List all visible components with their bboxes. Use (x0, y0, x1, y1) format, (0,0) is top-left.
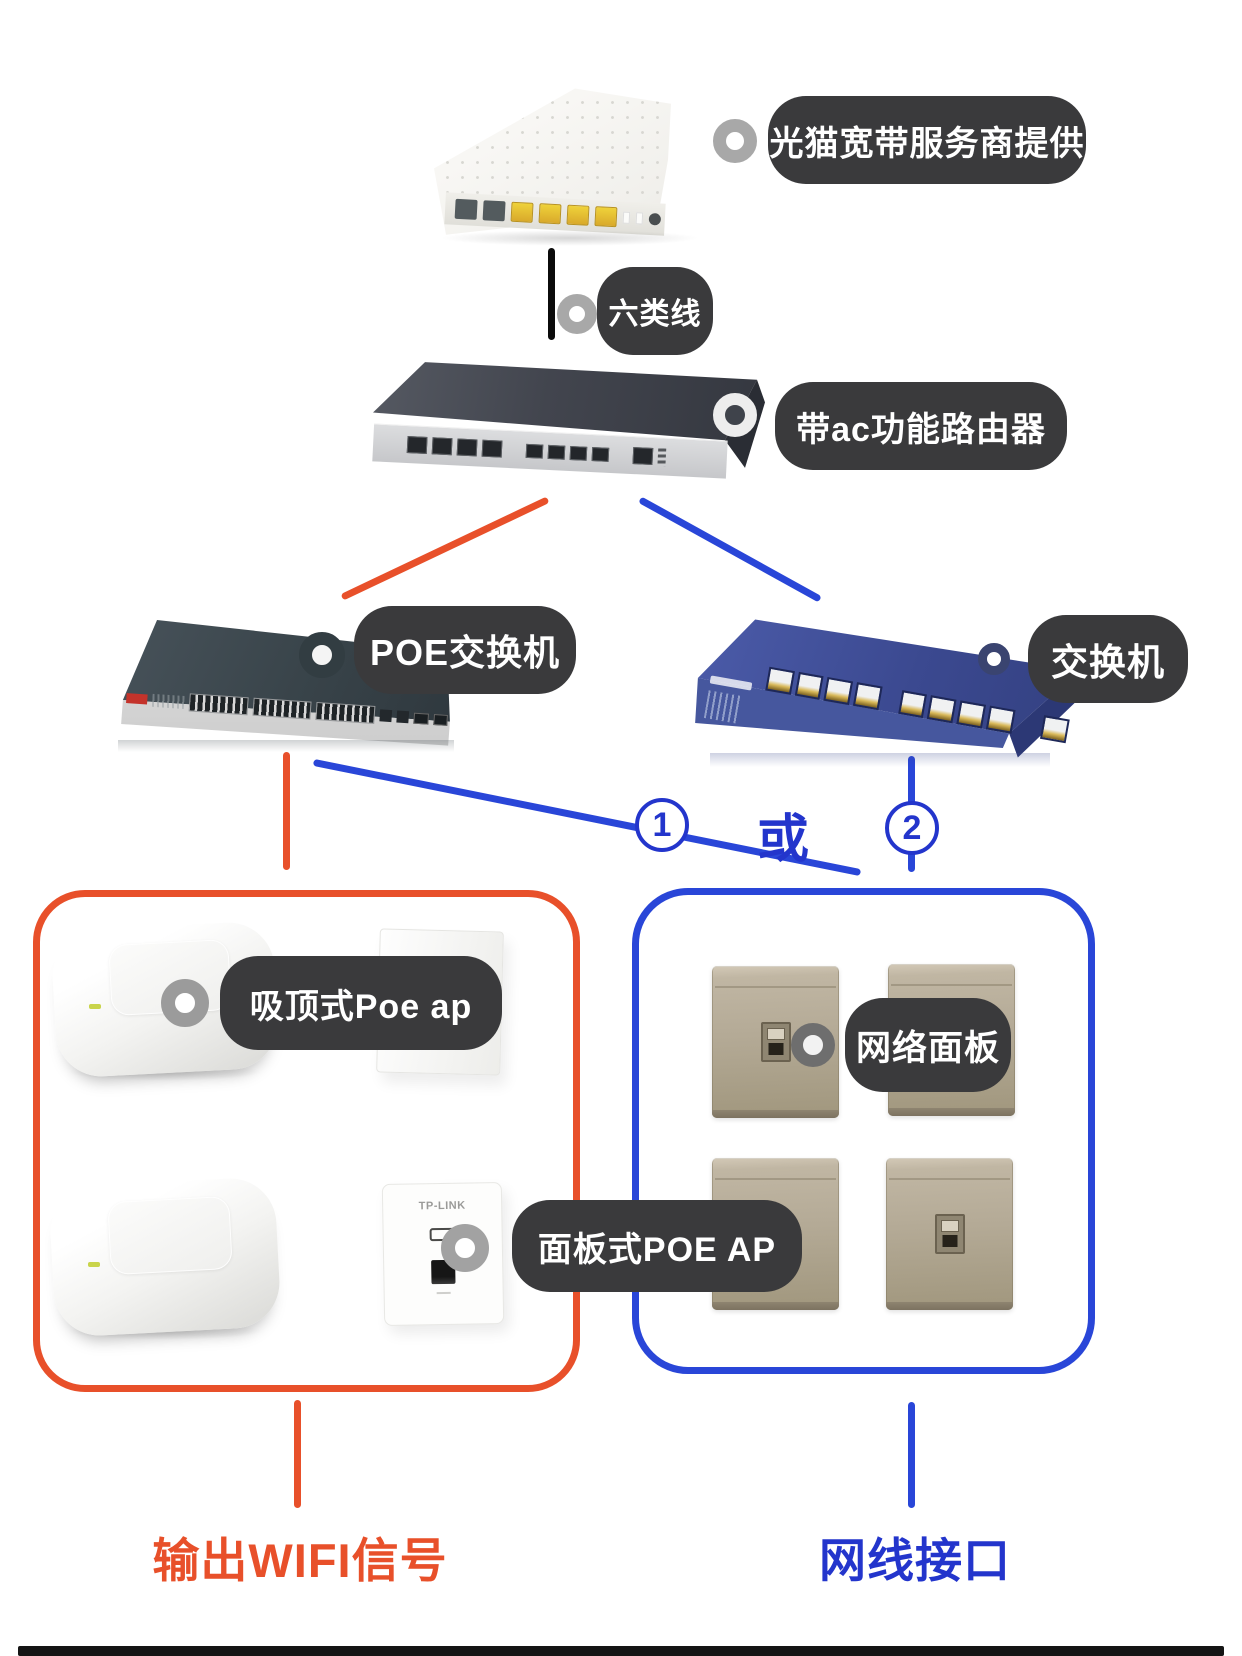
ethernet-port (454, 198, 478, 220)
sfp-port (525, 443, 544, 459)
ceiling-ap-device (50, 920, 280, 1081)
wan-port (632, 447, 654, 466)
brand-logo (126, 693, 148, 705)
modem-label-pill: 光猫宽带服务商提供 (768, 96, 1086, 184)
lan-port-label: 网线接口 (819, 1534, 1011, 1587)
ethernet-port (927, 695, 957, 724)
led-indicators (703, 690, 743, 724)
jack-flap (940, 1220, 959, 1232)
bottom-bar (18, 1646, 1224, 1656)
router-to-poe-switch-line (340, 496, 550, 601)
sfp-port (591, 446, 610, 462)
ceiling-ap-callout-ring-icon (161, 979, 209, 1027)
ethernet-port (481, 439, 503, 458)
ethernet-port (897, 690, 928, 719)
option2-number-badge: 2 (885, 801, 939, 855)
spacer (884, 699, 896, 701)
ethernet-port (482, 200, 506, 222)
panel-ap-label-pill: 面板式POE AP (512, 1200, 802, 1292)
spacer (507, 449, 521, 450)
wifi-footer-line (294, 1400, 301, 1508)
ethernet-port (985, 705, 1016, 734)
sfp-port (547, 444, 566, 460)
ethernet-port (853, 682, 883, 711)
reflection (710, 753, 1050, 767)
cat6-callout-ring-icon (557, 294, 597, 334)
poe-switch-to-ap-box-line (283, 752, 290, 870)
ethernet-port (566, 204, 590, 226)
jack-hole (768, 1043, 783, 1055)
network-wall-panel (886, 1158, 1013, 1310)
reflection (118, 740, 454, 752)
status-led (87, 1261, 100, 1267)
ethernet-port (510, 201, 534, 223)
led-indicators (151, 693, 185, 709)
ethernet-port (956, 700, 986, 729)
cat6-label-pill: 六类线 (597, 267, 713, 355)
router-callout-ring-icon (713, 393, 757, 437)
jack-flap (766, 1028, 785, 1040)
lan-panel-group-box (632, 888, 1095, 1374)
option1-number-badge: 1 (635, 798, 689, 852)
modem-button (622, 211, 631, 224)
spacer (1017, 723, 1038, 727)
rj45-jack (760, 1022, 791, 1062)
wall-panel-callout-ring-icon (791, 1023, 835, 1067)
power-jack (648, 212, 662, 226)
uplink-port (396, 710, 410, 724)
ceiling-ap-device (48, 1176, 282, 1340)
modem-callout-ring-icon (713, 119, 757, 163)
jack-hole (942, 1235, 957, 1247)
optical-modem-device (425, 80, 725, 250)
ethernet-port (794, 671, 824, 700)
router-label-pill: 带ac功能路由器 (775, 382, 1067, 470)
wifi-output-label: 输出WIFI信号 (152, 1534, 448, 1587)
modem-shadow (440, 230, 700, 246)
or-label: 或 (757, 811, 810, 869)
wifi-ap-group-box (33, 890, 580, 1392)
wall-panel-label-pill: 网络面板 (845, 998, 1011, 1092)
lan-footer-line (908, 1402, 915, 1508)
poe-switch-callout-ring-icon (299, 632, 345, 678)
sfp-port (433, 713, 449, 726)
ethernet-port (765, 666, 795, 695)
ethernet-port (823, 677, 854, 706)
cat6-cable-line (548, 248, 555, 340)
ethernet-port-group (188, 693, 249, 716)
ethernet-port-group (252, 697, 312, 720)
modem-button (635, 212, 644, 225)
ceiling-ap-label-pill: 吸顶式Poe ap (220, 956, 502, 1050)
rj45-jack (934, 1214, 965, 1254)
sfp-port (569, 445, 588, 461)
router-to-switch-line (638, 496, 822, 603)
panel-ap-callout-ring-icon (441, 1224, 489, 1272)
ethernet-port (431, 437, 453, 456)
switch-label-pill: 交换机 (1028, 615, 1188, 703)
network-wall-panel (712, 966, 839, 1118)
spacer (614, 455, 628, 456)
ethernet-port (456, 438, 478, 457)
ethernet-port (538, 203, 562, 225)
status-led (89, 1004, 102, 1010)
led-indicators (657, 447, 667, 467)
ethernet-port (594, 206, 618, 228)
switch-callout-ring-icon (978, 643, 1010, 675)
ethernet-port-group (315, 702, 376, 724)
ethernet-port (406, 436, 428, 454)
switch-device (690, 615, 1085, 767)
poe-switch-label-pill: POE交换机 (354, 606, 576, 694)
uplink-port (1040, 715, 1070, 744)
ac-router-device (365, 352, 765, 479)
sfp-port (413, 712, 429, 725)
uplink-port (379, 709, 393, 723)
